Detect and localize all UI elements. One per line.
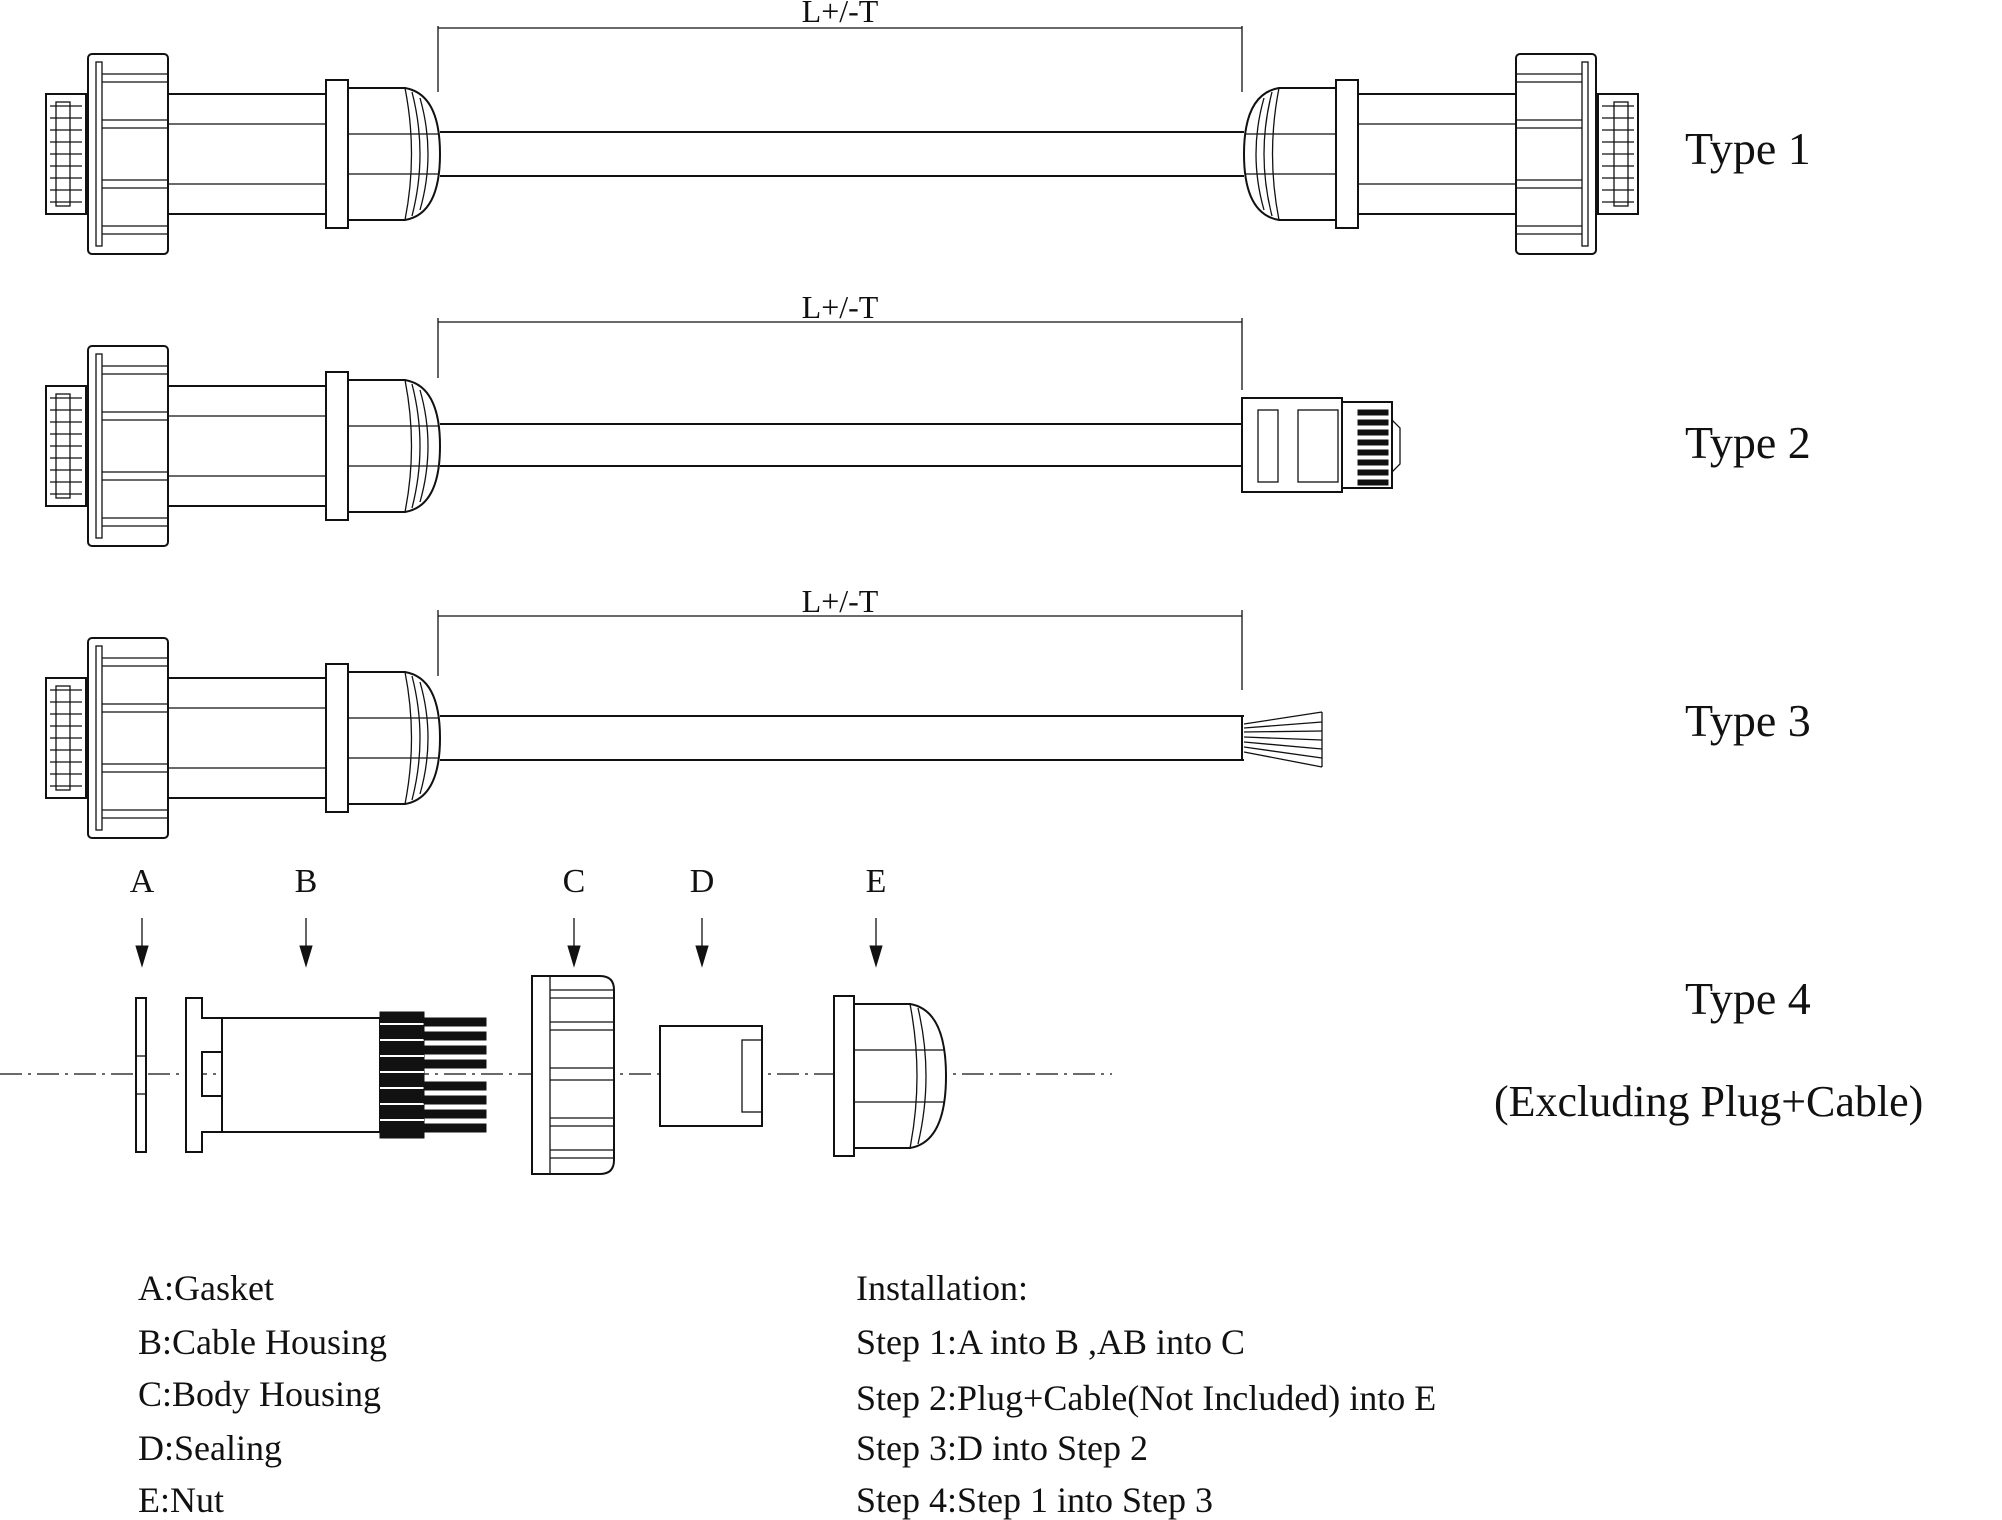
installation-title: Installation: — [856, 1268, 1028, 1308]
nut-part-e — [833, 995, 948, 1157]
part-a-label: A — [130, 863, 155, 900]
parts-legend: A:Gasket B:Cable Housing C:Body Housing … — [138, 1268, 387, 1520]
part-e-label: E — [866, 863, 887, 900]
part-b-label: B — [295, 863, 318, 900]
type2-dimension-label: L+/-T — [802, 289, 879, 325]
installation-instructions: Installation: Step 1:A into B ,AB into C… — [856, 1268, 1436, 1520]
rj45-plug — [1241, 397, 1401, 493]
legend-item: D:Sealing — [138, 1428, 282, 1468]
type3-cable-assembly: L+/-T — [45, 583, 1323, 839]
installation-step: Step 1:A into B ,AB into C — [856, 1322, 1245, 1362]
flying-leads — [1243, 711, 1323, 768]
type1-label: Type 1 — [1685, 123, 1811, 174]
part-callouts: A B C D E — [130, 863, 887, 968]
part-c-label: C — [563, 863, 586, 900]
type1-dimension-label: L+/-T — [802, 0, 879, 29]
body-housing-part-c — [531, 975, 615, 1175]
type2-cable-assembly: L+/-T — [45, 289, 1401, 547]
legend-item: A:Gasket — [138, 1268, 274, 1308]
legend-item: E:Nut — [138, 1480, 224, 1520]
type3-label: Type 3 — [1685, 695, 1811, 746]
cable-housing-part-b — [185, 997, 487, 1153]
legend-item: B:Cable Housing — [138, 1322, 387, 1362]
part-d-label: D — [690, 863, 715, 900]
type1-cable-assembly: L+/-T — [45, 0, 1639, 255]
type3-dimension-label: L+/-T — [802, 583, 879, 619]
installation-step: Step 4:Step 1 into Step 3 — [856, 1480, 1213, 1520]
type2-label: Type 2 — [1685, 417, 1811, 468]
type4-label: Type 4 — [1685, 973, 1811, 1024]
installation-step: Step 2:Plug+Cable(Not Included) into E — [856, 1378, 1436, 1418]
legend-item: C:Body Housing — [138, 1374, 381, 1414]
gasket-part-a — [135, 997, 147, 1153]
sealing-part-d — [659, 1025, 763, 1127]
installation-step: Step 3:D into Step 2 — [856, 1428, 1148, 1468]
type4-note: (Excluding Plug+Cable) — [1494, 1077, 1923, 1126]
